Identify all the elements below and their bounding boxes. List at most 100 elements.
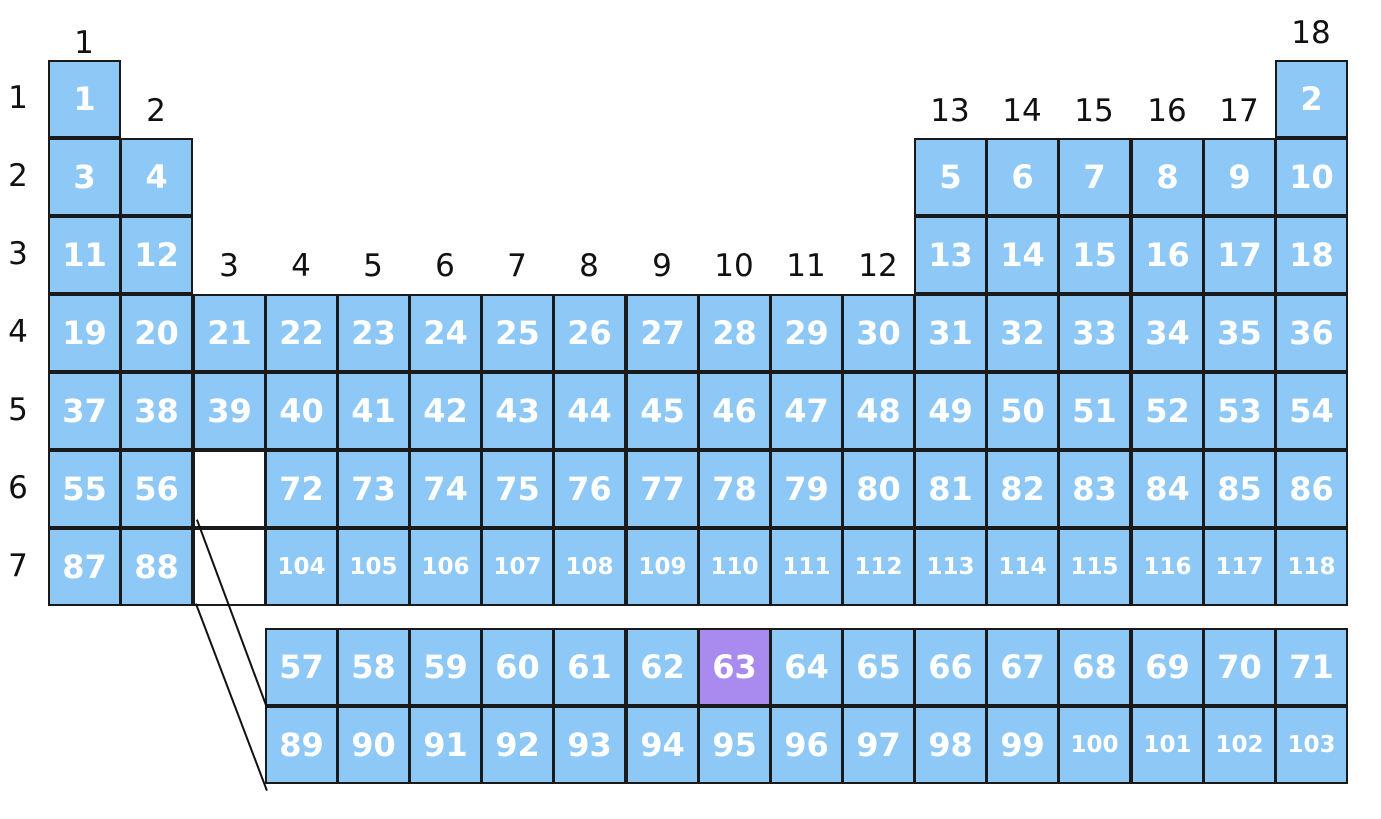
element-cell: 34 [1131,294,1204,372]
element-cell: 80 [842,450,915,528]
element-cell: 45 [626,372,699,450]
element-cell: 87 [48,528,121,606]
element-cell: 29 [770,294,843,372]
element-cell: 12 [120,216,193,294]
element-cell-highlighted: 63 [698,628,771,706]
group-label: 8 [579,248,599,284]
element-cell: 35 [1203,294,1276,372]
period-label: 5 [8,392,28,428]
element-cell: 53 [1203,372,1276,450]
element-cell: 102 [1203,706,1276,784]
element-cell: 114 [986,528,1059,606]
element-cell: 90 [337,706,410,784]
element-cell: 99 [986,706,1059,784]
group-label: 18 [1291,15,1331,51]
period-label: 7 [8,548,28,584]
element-cell: 59 [409,628,482,706]
element-cell: 23 [337,294,410,372]
element-cell: 10 [1275,138,1348,216]
element-cell: 16 [1131,216,1204,294]
element-cell: 8 [1131,138,1204,216]
element-cell: 7 [1058,138,1131,216]
group-label: 10 [714,248,754,284]
element-cell: 62 [626,628,699,706]
element-cell: 118 [1275,528,1348,606]
element-cell: 39 [193,372,266,450]
element-cell: 109 [626,528,699,606]
element-cell: 21 [193,294,266,372]
element-cell: 40 [265,372,338,450]
element-cell: 69 [1131,628,1204,706]
period-label: 2 [8,158,28,194]
group-label: 6 [435,248,455,284]
lanthanide-actinide-placeholder [193,528,266,606]
element-cell: 68 [1058,628,1131,706]
element-cell: 101 [1131,706,1204,784]
element-cell: 89 [265,706,338,784]
element-cell: 107 [481,528,554,606]
element-cell: 100 [1058,706,1131,784]
element-cell: 64 [770,628,843,706]
element-cell: 56 [120,450,193,528]
element-cell: 19 [48,294,121,372]
element-cell: 28 [698,294,771,372]
element-cell: 13 [914,216,987,294]
lanthanide-actinide-placeholder [193,450,266,528]
group-label: 3 [219,248,239,284]
group-label: 13 [930,93,970,129]
element-cell: 20 [120,294,193,372]
element-cell: 42 [409,372,482,450]
element-cell: 116 [1131,528,1204,606]
element-cell: 108 [553,528,626,606]
element-cell: 30 [842,294,915,372]
element-cell: 78 [698,450,771,528]
element-cell: 18 [1275,216,1348,294]
element-cell: 55 [48,450,121,528]
group-label: 7 [507,248,527,284]
element-cell: 74 [409,450,482,528]
element-cell: 79 [770,450,843,528]
element-cell: 92 [481,706,554,784]
element-cell: 17 [1203,216,1276,294]
element-cell: 60 [481,628,554,706]
element-cell: 36 [1275,294,1348,372]
element-cell: 50 [986,372,1059,450]
element-cell: 6 [986,138,1059,216]
element-cell: 47 [770,372,843,450]
element-cell: 27 [626,294,699,372]
element-cell: 14 [986,216,1059,294]
element-cell: 104 [265,528,338,606]
element-cell: 71 [1275,628,1348,706]
element-cell: 51 [1058,372,1131,450]
group-label: 15 [1074,93,1114,129]
element-cell: 44 [553,372,626,450]
element-cell: 94 [626,706,699,784]
element-cell: 82 [986,450,1059,528]
element-cell: 96 [770,706,843,784]
group-label: 5 [363,248,383,284]
element-cell: 58 [337,628,410,706]
group-label: 11 [786,248,826,284]
element-cell: 86 [1275,450,1348,528]
element-cell: 3 [48,138,121,216]
element-cell: 83 [1058,450,1131,528]
element-cell: 11 [48,216,121,294]
element-cell: 52 [1131,372,1204,450]
group-label: 1 [74,25,94,61]
group-label: 4 [291,248,311,284]
element-cell: 91 [409,706,482,784]
element-cell: 75 [481,450,554,528]
group-label: 16 [1147,93,1187,129]
element-cell: 22 [265,294,338,372]
element-cell: 61 [553,628,626,706]
element-cell: 105 [337,528,410,606]
element-cell: 115 [1058,528,1131,606]
element-cell: 49 [914,372,987,450]
group-label: 2 [146,93,166,129]
element-cell: 73 [337,450,410,528]
element-cell: 24 [409,294,482,372]
element-cell: 54 [1275,372,1348,450]
element-cell: 1 [48,60,121,138]
element-cell: 97 [842,706,915,784]
element-cell: 103 [1275,706,1348,784]
